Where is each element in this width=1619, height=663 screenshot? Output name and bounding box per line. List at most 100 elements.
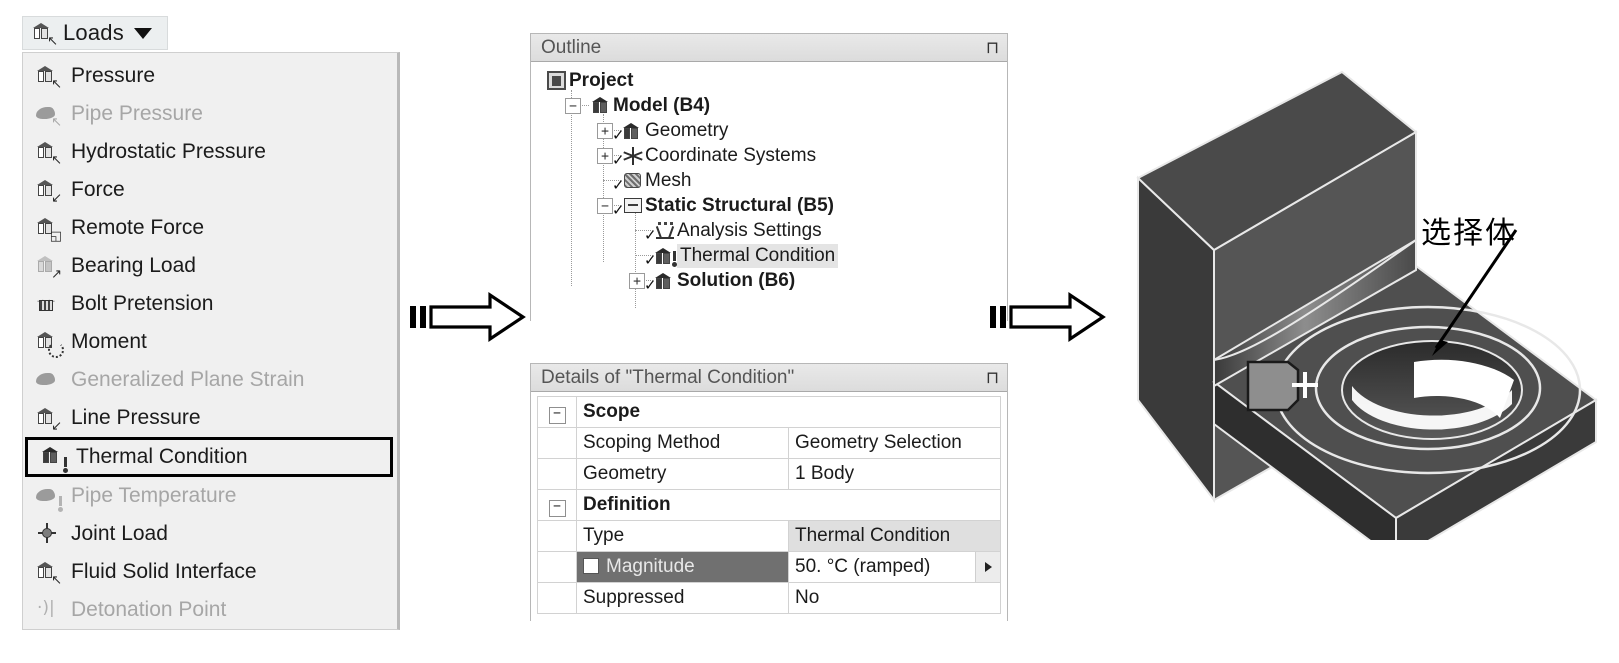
tree-item-model[interactable]: − Model (B4) [531, 93, 1007, 118]
tree-expander-expand[interactable]: + [597, 123, 613, 139]
menu-item-moment[interactable]: Moment [23, 323, 397, 361]
row-key-magnitude[interactable]: Magnitude [576, 551, 789, 583]
detonation-icon: ·)| [37, 598, 55, 618]
joint-load-icon [35, 521, 61, 547]
group-expander-scope[interactable]: − [537, 396, 577, 428]
menu-item-label: Pipe Temperature [71, 484, 237, 507]
check-icon: ✓ [644, 275, 657, 294]
folder-icon: ✓ [612, 195, 645, 217]
check-icon: ✓ [612, 125, 625, 144]
menu-item-label: Force [71, 178, 125, 201]
tree-guide [635, 230, 653, 231]
model-cube-icon [589, 95, 613, 117]
bolt-icon: →← [35, 291, 61, 317]
tree-item-static-structural[interactable]: − ✓ Static Structural (B5) [531, 193, 1007, 218]
row-spacer [537, 551, 577, 583]
tree-item-label: Thermal Condition [677, 243, 839, 268]
cube-cursor-icon: ↖ [35, 559, 62, 587]
row-value[interactable]: No [788, 582, 1001, 614]
tree-item-thermal-condition[interactable]: ✓ Thermal Condition [531, 243, 1007, 268]
check-icon: ✓ [612, 150, 625, 169]
outline-tree[interactable]: Project − Model (B4) + ✓ Geometry + ✓ Co… [531, 62, 1007, 321]
menu-item-label: Bearing Load [71, 254, 196, 277]
tree-expander-collapse[interactable]: − [597, 198, 613, 214]
menu-item-label: Detonation Point [71, 598, 227, 621]
table-row-suppressed[interactable]: Suppressed No [537, 582, 1001, 614]
menu-item-joint-load[interactable]: Joint Load [23, 515, 397, 553]
group-label: Scope [576, 396, 1001, 428]
table-row-scope[interactable]: − Scope [537, 396, 1001, 428]
menu-item-label: Line Pressure [71, 406, 201, 429]
row-spacer [537, 520, 577, 552]
leader-line-arrow-icon [1432, 229, 1518, 356]
selected-body-highlight[interactable] [1246, 360, 1300, 412]
row-spacer [537, 582, 577, 614]
pin-icon[interactable]: ⊓ [985, 37, 999, 58]
menu-item-label: Joint Load [71, 522, 168, 545]
table-row-magnitude[interactable]: Magnitude 50. °C (ramped) [537, 551, 1001, 583]
details-panel-header: Details of "Thermal Condition" ⊓ [531, 364, 1007, 392]
magnitude-value-field[interactable]: 50. °C (ramped) [788, 551, 1001, 583]
solution-icon: ✓ [644, 270, 677, 292]
menu-item-bolt-pretension[interactable]: →← Bolt Pretension [23, 285, 397, 323]
tree-item-label: Geometry [645, 119, 729, 141]
row-value[interactable]: 1 Body [788, 458, 1001, 490]
loads-dropdown-menu[interactable]: ↖ Pressure ↖ Pipe Pressure ↖ Hydrostatic… [22, 52, 400, 630]
menu-item-label: Pressure [71, 64, 156, 87]
menu-item-thermal-condition[interactable]: Thermal Condition [25, 437, 393, 477]
row-value: 50. °C (ramped) [795, 556, 931, 577]
outline-panel: Outline ⊓ Project − Model (B4) + ✓ Geome… [530, 33, 1008, 321]
menu-item-remote-force[interactable]: ◱ Remote Force [23, 209, 397, 247]
menu-item-detonation-point[interactable]: ·)| Detonation Point [23, 591, 397, 629]
row-value[interactable]: Geometry Selection [788, 427, 1001, 459]
row-spacer [537, 427, 577, 459]
hole-highlight [1352, 386, 1512, 430]
tree-item-mesh[interactable]: ✓ Mesh [531, 168, 1007, 193]
menu-item-pipe-temperature[interactable]: Pipe Temperature [23, 477, 397, 515]
menu-item-force[interactable]: ↙ Force [23, 171, 397, 209]
tree-item-geometry[interactable]: + ✓ Geometry [531, 118, 1007, 143]
tree-item-project[interactable]: Project [531, 68, 1007, 93]
menu-item-fluid-solid-interface[interactable]: ↖ Fluid Solid Interface [23, 553, 397, 591]
tree-expander-collapse[interactable]: − [565, 98, 581, 114]
details-table: − Scope Scoping Method Geometry Selectio… [537, 396, 1001, 614]
details-table-container: − Scope Scoping Method Geometry Selectio… [531, 392, 1007, 621]
menu-item-generalized-plane-strain[interactable]: Generalized Plane Strain [23, 361, 397, 399]
chevron-right-icon[interactable] [975, 552, 1000, 582]
table-row-geometry[interactable]: Geometry 1 Body [537, 458, 1001, 490]
tree-expander-expand[interactable]: + [629, 273, 645, 289]
geometry-icon: ✓ [612, 120, 645, 142]
menu-item-label: Fluid Solid Interface [71, 560, 257, 583]
tree-expander-expand[interactable]: + [597, 148, 613, 164]
bearing-icon: ↗ [35, 253, 62, 281]
group-expander-definition[interactable]: − [537, 489, 577, 521]
mesh-icon: ✓ [612, 170, 645, 192]
magnitude-checkbox[interactable] [583, 558, 599, 574]
bracket-3d-model[interactable] [1096, 70, 1616, 540]
tree-guide [644, 280, 653, 281]
chevron-down-icon [133, 27, 152, 39]
cube-cursor-icon: ↖ [35, 139, 62, 167]
tree-item-coordinate-systems[interactable]: + ✓ Coordinate Systems [531, 143, 1007, 168]
base-right-face [1395, 398, 1597, 540]
cube-moment-icon [35, 329, 64, 358]
axes-icon: ✓ [612, 145, 645, 167]
table-row-scoping-method[interactable]: Scoping Method Geometry Selection [537, 427, 1001, 459]
tree-item-solution[interactable]: + ✓ Solution (B6) [531, 268, 1007, 293]
tree-guide [580, 105, 589, 106]
tree-item-analysis-settings[interactable]: ✓ Analysis Settings [531, 218, 1007, 243]
menu-item-pressure[interactable]: ↖ Pressure [23, 57, 397, 95]
loads-button-label: Loads [63, 20, 124, 45]
table-row-definition[interactable]: − Definition [537, 489, 1001, 521]
loads-toolbar-button[interactable]: ↖ Loads [22, 16, 168, 50]
pin-icon[interactable]: ⊓ [985, 367, 999, 388]
hole-bright-wall [1414, 359, 1514, 418]
row-key: Type [576, 520, 789, 552]
menu-item-pipe-pressure[interactable]: ↖ Pipe Pressure [23, 95, 397, 133]
menu-item-line-pressure[interactable]: ↙ Line Pressure [23, 399, 397, 437]
menu-item-bearing-load[interactable]: ↗ Bearing Load [23, 247, 397, 285]
menu-item-label: Remote Force [71, 216, 205, 239]
menu-item-hydrostatic-pressure[interactable]: ↖ Hydrostatic Pressure [23, 133, 397, 171]
row-key: Scoping Method [576, 427, 789, 459]
tree-item-label: Model (B4) [613, 94, 711, 116]
